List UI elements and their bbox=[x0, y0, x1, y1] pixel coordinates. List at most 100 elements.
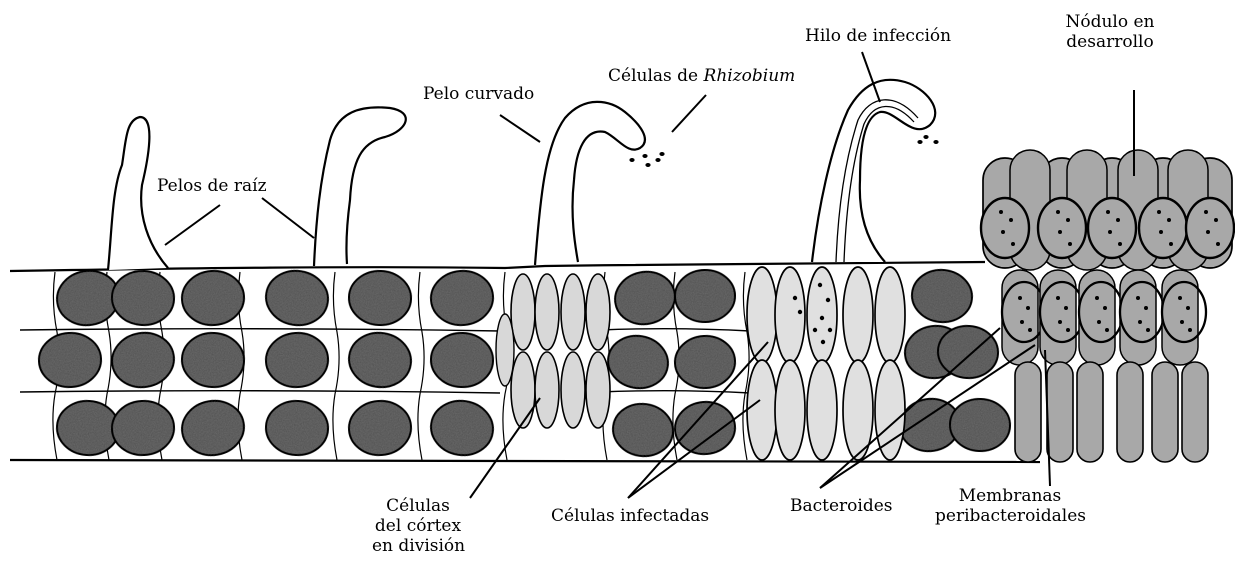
bacteroid-dot bbox=[1169, 242, 1173, 246]
bacterium-dot bbox=[818, 283, 822, 287]
label-peribacteroid-membranes: Membranas peribacteroidales bbox=[935, 486, 1085, 526]
leader-line bbox=[500, 115, 540, 142]
nodule-cell bbox=[1117, 362, 1143, 462]
leader-line bbox=[672, 95, 706, 132]
bacteroid-dot bbox=[1020, 320, 1024, 324]
rhizobium-cell bbox=[659, 152, 664, 156]
rhizobium-cell bbox=[933, 140, 938, 144]
rhizobium-cell bbox=[645, 163, 650, 167]
bacteroid-dot bbox=[1206, 230, 1210, 234]
label-rhizobium-italic: Rhizobium bbox=[704, 66, 796, 86]
infected-cell bbox=[747, 360, 777, 460]
bacteroid-dot bbox=[1159, 230, 1163, 234]
nucleus bbox=[264, 331, 330, 389]
root-hairs-group bbox=[108, 80, 939, 270]
bacteroid-dot bbox=[1157, 210, 1161, 214]
nucleus bbox=[38, 331, 103, 388]
nucleus bbox=[262, 266, 332, 329]
nodule-infected-cell bbox=[1038, 198, 1086, 258]
nucleus bbox=[111, 399, 176, 456]
bacteroid-dot bbox=[1214, 218, 1218, 222]
bacteroid-dot bbox=[1204, 210, 1208, 214]
bacteroid-dot bbox=[1066, 328, 1070, 332]
cell-wall-horizontal bbox=[600, 329, 750, 331]
infected-cell bbox=[775, 267, 805, 363]
bacteroid-dot bbox=[1001, 230, 1005, 234]
bacteroid-dot bbox=[1188, 328, 1192, 332]
bacteroid-dot bbox=[1095, 296, 1099, 300]
bacterium-dot bbox=[821, 340, 825, 344]
bacteroid-dot bbox=[1068, 242, 1072, 246]
nucleus bbox=[347, 399, 413, 457]
leader-line bbox=[165, 205, 220, 245]
nucleus bbox=[178, 396, 248, 460]
label-membranes-line2: peribacteroidales bbox=[935, 506, 1085, 526]
bacteroid-dot bbox=[1138, 320, 1142, 324]
infected-cell bbox=[875, 360, 905, 460]
cell-wall-vertical bbox=[333, 272, 339, 460]
root-tissue bbox=[10, 150, 1234, 463]
label-root-hairs: Pelos de raíz bbox=[157, 176, 267, 196]
bacteroid-dot bbox=[1116, 218, 1120, 222]
nodule-infected-cell bbox=[981, 198, 1029, 258]
rhizobium-cell bbox=[629, 158, 634, 162]
nucleus bbox=[180, 269, 246, 327]
dividing-cell bbox=[561, 274, 585, 350]
label-nodule-line2: desarrollo bbox=[1060, 32, 1160, 52]
dividing-cell bbox=[535, 352, 559, 428]
dividing-cell bbox=[561, 352, 585, 428]
bacteroid-dot bbox=[1097, 320, 1101, 324]
dividing-cell bbox=[586, 274, 610, 350]
infected-cell bbox=[775, 360, 805, 460]
bacteroid-dot bbox=[1180, 320, 1184, 324]
bacterium-dot bbox=[826, 298, 830, 302]
nodule-infected-cell bbox=[1088, 198, 1136, 258]
bacteroid-dot bbox=[1167, 218, 1171, 222]
rhizobium-cell bbox=[655, 158, 660, 162]
bacterium-dot bbox=[798, 310, 802, 314]
nucleus bbox=[673, 399, 737, 456]
bacteroid-dot bbox=[1186, 306, 1190, 310]
nucleus bbox=[674, 334, 737, 389]
nucleus bbox=[610, 266, 680, 329]
infected-cell bbox=[807, 360, 837, 460]
dividing-cell bbox=[586, 352, 610, 428]
nucleus bbox=[909, 267, 974, 325]
bacteroid-dot bbox=[1105, 328, 1109, 332]
nucleus bbox=[610, 400, 677, 460]
bacteroid-dot bbox=[1144, 306, 1148, 310]
label-infection-thread: Hilo de infección bbox=[805, 26, 951, 46]
dividing-cell bbox=[511, 274, 535, 350]
bacteroid-dot bbox=[1216, 242, 1220, 246]
bacteroid-dot bbox=[1009, 218, 1013, 222]
label-membranes-line1: Membranas bbox=[935, 486, 1085, 506]
nucleus bbox=[348, 270, 412, 326]
dividing-cell bbox=[496, 314, 514, 386]
label-nodule: Nódulo en desarrollo bbox=[1060, 12, 1160, 52]
root-hair bbox=[314, 107, 406, 266]
label-rhizobium-cells: Células de Rhizobium bbox=[608, 66, 795, 86]
nodule-cell bbox=[1152, 362, 1178, 462]
bacteroid-dot bbox=[1056, 210, 1060, 214]
cell-wall-vertical bbox=[418, 272, 424, 460]
bacteroid-dot bbox=[1028, 328, 1032, 332]
nucleus bbox=[111, 269, 176, 326]
label-cortex-line3: en división bbox=[372, 536, 464, 556]
bacteroid-dot bbox=[1011, 242, 1015, 246]
bacteroid-dot bbox=[1118, 242, 1122, 246]
rhizobium-cell bbox=[642, 154, 647, 158]
rhizobium-cell bbox=[917, 140, 922, 144]
nodule-infected-cell bbox=[1139, 198, 1187, 258]
label-bacteroids: Bacteroides bbox=[790, 496, 893, 516]
bacteroid-dot bbox=[1136, 296, 1140, 300]
bacterium-dot bbox=[813, 328, 817, 332]
nucleus bbox=[55, 399, 121, 457]
bacterium-dot bbox=[793, 296, 797, 300]
nucleus bbox=[949, 398, 1011, 452]
label-cortex-line1: Células bbox=[372, 496, 464, 516]
root-hair bbox=[812, 80, 935, 262]
bacteroid-dot bbox=[1058, 320, 1062, 324]
nodule-cell bbox=[1182, 362, 1208, 462]
bacteroid-dot bbox=[1178, 296, 1182, 300]
nucleus bbox=[430, 332, 494, 388]
